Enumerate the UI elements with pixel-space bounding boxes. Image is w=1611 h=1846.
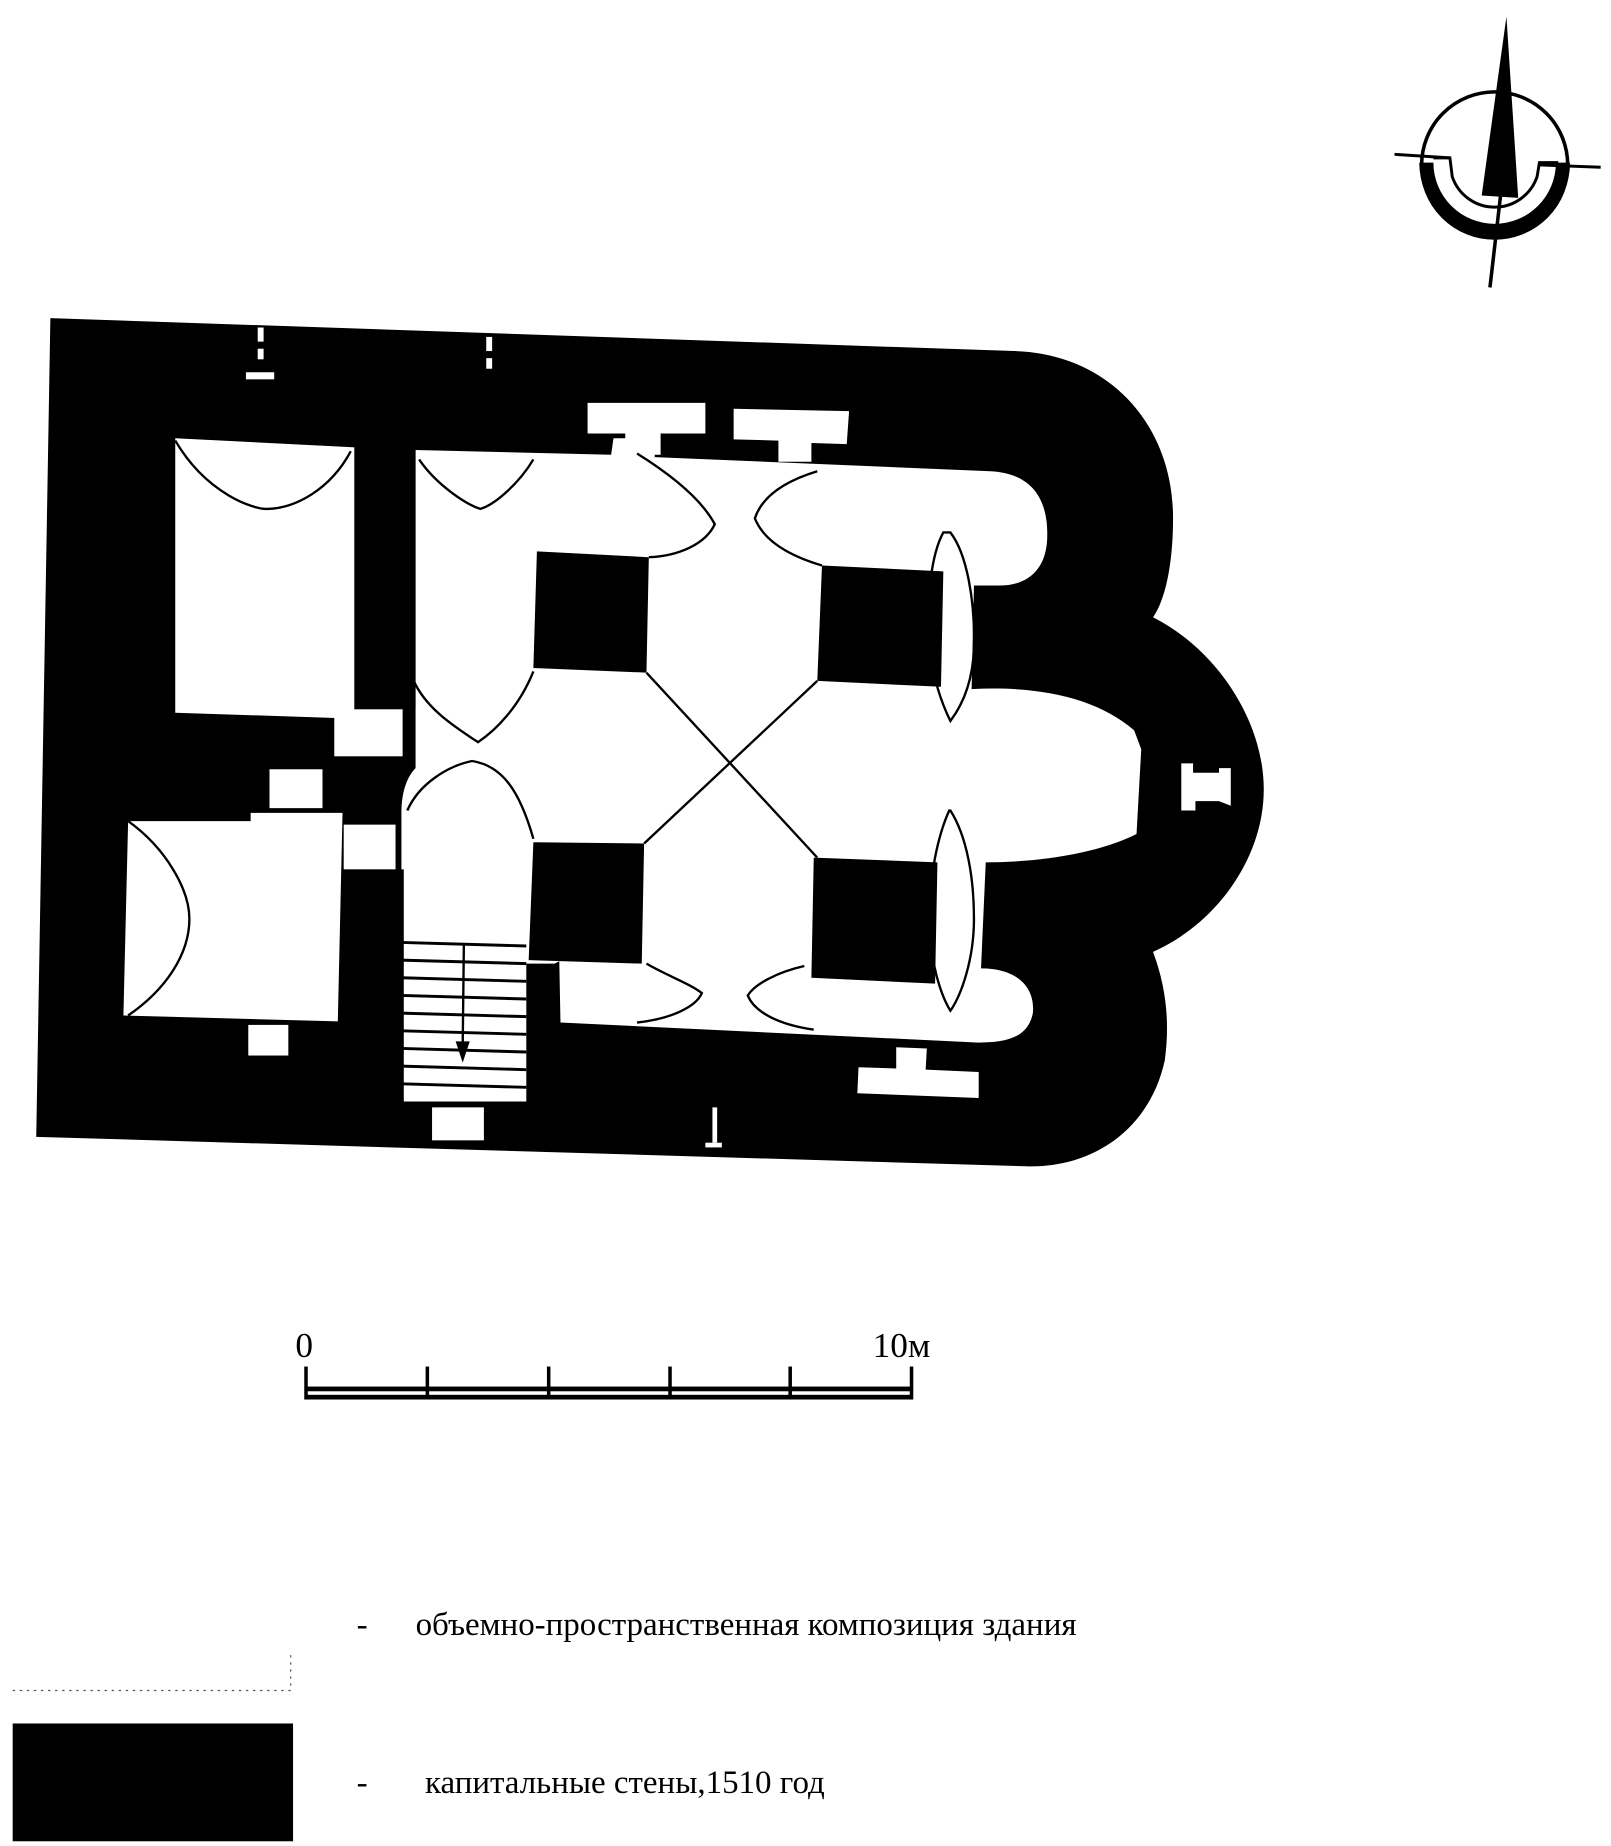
window-south-sw bbox=[248, 1024, 289, 1056]
scale-start-label: 0 bbox=[295, 1326, 313, 1365]
scale-end-label: 10м bbox=[873, 1326, 931, 1365]
naos-main-hall bbox=[401, 438, 1142, 1102]
legend-dash-2: - bbox=[357, 1765, 368, 1801]
passage-west-3 bbox=[343, 824, 396, 870]
legend-dash-1: - bbox=[357, 1607, 368, 1643]
window-north-2 bbox=[733, 408, 850, 462]
legend-label-capital-walls: капитальные стены,1510 год bbox=[425, 1765, 825, 1801]
pier-northwest bbox=[533, 551, 649, 673]
window-north-1 bbox=[587, 402, 706, 455]
legend-swatch-black bbox=[12, 1723, 294, 1842]
pier-northeast bbox=[817, 565, 944, 687]
entrance-south-stair bbox=[432, 1107, 484, 1141]
legend: - объемно-пространственная композиция зд… bbox=[12, 1607, 1077, 1842]
piers bbox=[342, 438, 944, 1106]
legend-swatch-white bbox=[12, 1655, 292, 1692]
legend-item-spatial-composition: - объемно-пространственная композиция зд… bbox=[12, 1607, 1077, 1692]
pier-southeast bbox=[811, 857, 938, 984]
legend-item-capital-walls: - капитальные стены,1510 год bbox=[12, 1723, 825, 1842]
window-south-east bbox=[857, 1047, 979, 1098]
apse-window bbox=[1181, 763, 1231, 811]
scale-bar: 0 10м bbox=[295, 1326, 931, 1400]
room-northwest bbox=[175, 438, 361, 719]
legend-label-spatial-composition: объемно-пространственная композиция здан… bbox=[416, 1607, 1077, 1643]
room-southwest bbox=[123, 812, 343, 1022]
stair-west-wall bbox=[342, 869, 404, 1106]
north-arrow-compass-icon bbox=[1394, 16, 1601, 288]
wall-marks bbox=[245, 327, 722, 1148]
stair-direction-arrow-icon bbox=[455, 944, 470, 1063]
partition-north bbox=[354, 438, 416, 710]
passage-west-2 bbox=[334, 709, 403, 757]
passage-west-1 bbox=[269, 769, 323, 809]
pier-southwest bbox=[528, 842, 645, 964]
vault-lines bbox=[127, 439, 976, 1031]
